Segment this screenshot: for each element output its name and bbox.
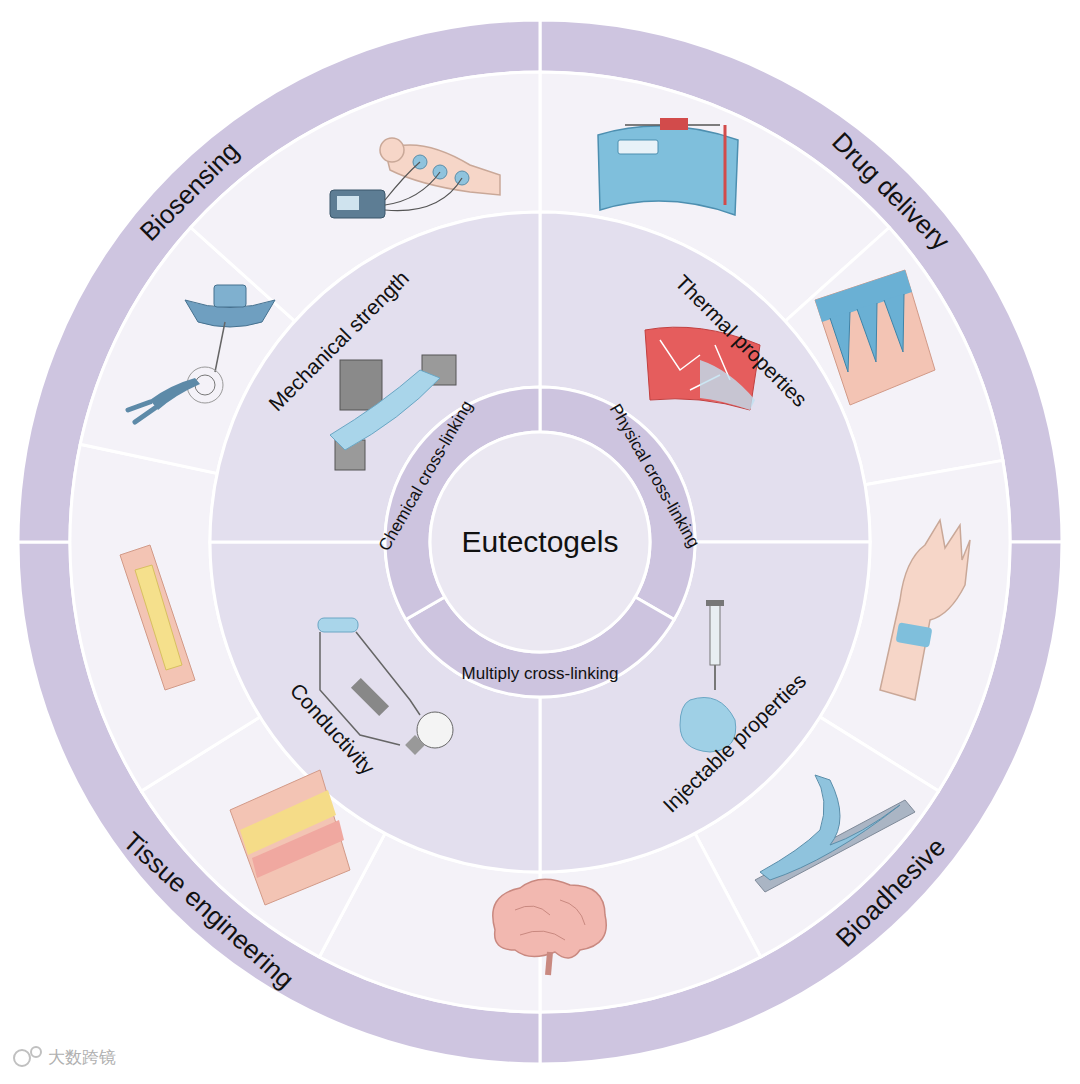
syringe-icon bbox=[680, 600, 736, 752]
watermark: 大数跨镜 bbox=[48, 1046, 116, 1069]
brain-icon bbox=[493, 879, 606, 975]
hand-patch-icon bbox=[880, 520, 970, 700]
emg-device-icon bbox=[330, 138, 500, 218]
node-text: Multiply cross-linking bbox=[462, 664, 619, 684]
drug-patch-icon bbox=[598, 118, 738, 215]
wound-patch-icon bbox=[120, 545, 195, 690]
microneedle-icon bbox=[815, 270, 935, 405]
center-circle bbox=[430, 432, 650, 652]
diver-sensor-icon bbox=[128, 285, 275, 422]
node-text: Eutectogels bbox=[462, 525, 619, 559]
watermark-logo bbox=[14, 1047, 41, 1066]
tissue-layers-icon bbox=[230, 770, 350, 905]
crosslink-label: Multiply cross-linking bbox=[462, 664, 619, 684]
center-title: Eutectogels bbox=[462, 525, 619, 559]
